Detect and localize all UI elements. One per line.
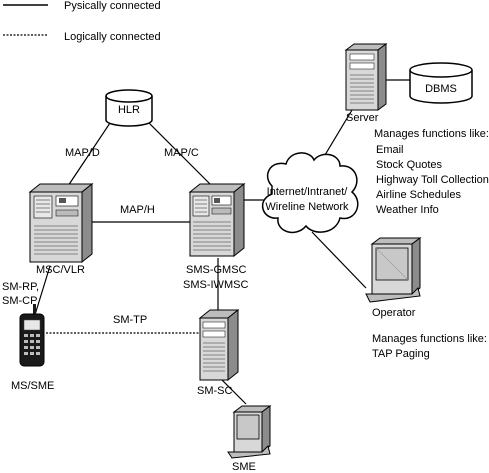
link-label-map-h: MAP/H xyxy=(120,204,155,216)
link-msc-ms xyxy=(33,265,51,319)
sms-gmsc-tower: SMS-GMSC SMS-IWMSC xyxy=(183,182,248,291)
link-label-map-d: MAP/D xyxy=(65,147,100,159)
operator-functions-heading: Manages functions like: xyxy=(372,333,487,345)
link-label-map-c: MAP/C xyxy=(164,147,199,159)
sm-cp-label: SM-CP xyxy=(2,295,37,307)
sms-gmsc-label: SMS-GMSC xyxy=(186,264,247,276)
legend: Pysically connected Logically connected xyxy=(3,0,161,43)
network-label-line2: Wireline Network xyxy=(265,201,349,213)
server-function-item: Email xyxy=(376,144,404,156)
server-label: Server xyxy=(346,112,379,124)
link-network-operator xyxy=(311,231,367,289)
msc-vlr-tower: MSC/VLR xyxy=(28,182,94,276)
operator-label: Operator xyxy=(372,307,416,319)
server-function-item: Weather Info xyxy=(376,204,439,216)
hlr-database: HLR xyxy=(105,89,153,127)
ms-sme-label: MS/SME xyxy=(11,380,54,392)
link-hlr-msc xyxy=(67,119,113,187)
network-label-line1: Internet/Intranet/ xyxy=(267,186,349,198)
server-function-item: Airline Schedules xyxy=(376,189,461,201)
mobile-phone-icon: MS/SME xyxy=(11,304,54,392)
legend-physical-label: Pysically connected xyxy=(64,0,161,12)
msc-vlr-label: MSC/VLR xyxy=(36,264,85,276)
dbms-label: DBMS xyxy=(425,83,457,95)
server-tower: Server xyxy=(344,43,388,124)
link-label-sm-tp: SM-TP xyxy=(113,314,147,326)
network-cloud: Internet/Intranet/ Wireline Network xyxy=(261,152,359,234)
dbms-database: DBMS xyxy=(409,62,473,104)
legend-logical-label: Logically connected xyxy=(64,31,161,43)
server-functions: Manages functions like: Email Stock Quot… xyxy=(374,128,489,216)
link-smsc-sme xyxy=(221,379,247,405)
sms-iwmsc-label: SMS-IWMSC xyxy=(183,279,248,291)
sme-terminal: SME xyxy=(227,405,272,473)
sm-sc-tower: SM-SC xyxy=(197,308,240,397)
server-function-item: Stock Quotes xyxy=(376,159,443,171)
hlr-label: HLR xyxy=(118,104,140,116)
operator-functions: Manages functions like: TAP Paging xyxy=(372,333,487,360)
link-hlr-gmsc xyxy=(145,119,215,189)
sm-sc-label: SM-SC xyxy=(197,385,233,397)
server-functions-heading: Manages functions like: xyxy=(374,128,489,140)
sm-rp-label: SM-RP, xyxy=(2,281,39,293)
operator-function-item: TAP Paging xyxy=(372,348,430,360)
connections xyxy=(33,79,410,405)
sme-label: SME xyxy=(232,461,256,473)
server-function-item: Highway Toll Collection xyxy=(376,174,489,186)
operator-terminal: Operator xyxy=(365,237,422,319)
